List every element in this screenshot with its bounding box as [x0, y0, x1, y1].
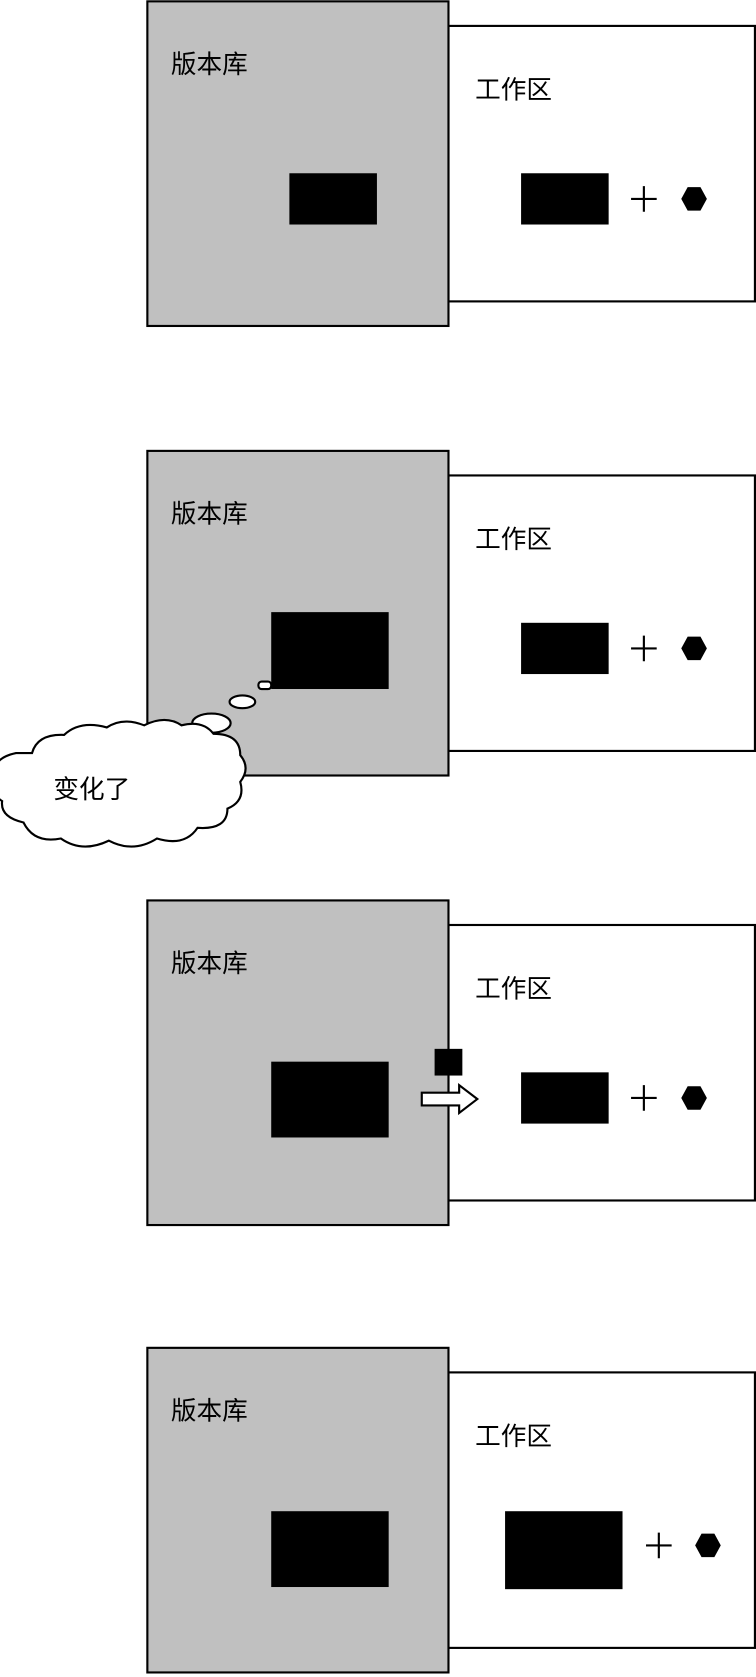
work-block — [521, 622, 609, 675]
work-block-updated — [505, 1511, 623, 1590]
workspace-label: 工作区 — [475, 1422, 552, 1452]
thought-cloud: 变化了 — [0, 680, 273, 848]
panel-1: 版本库 工作区 — [146, 0, 756, 328]
arrow-right-icon — [420, 1083, 480, 1116]
work-block — [521, 173, 609, 225]
repository-label: 版本库 — [171, 949, 248, 979]
repository-label: 版本库 — [171, 499, 248, 529]
plus-icon — [631, 186, 657, 212]
transfer-block — [434, 1048, 463, 1076]
plus-icon — [631, 1085, 657, 1111]
panel-3: 版本库 工作区 — [146, 899, 756, 1227]
workspace-label: 工作区 — [475, 76, 552, 106]
repository-box — [146, 0, 450, 328]
workspace-box — [447, 24, 756, 303]
repo-block — [289, 173, 377, 225]
plus-icon — [631, 635, 657, 662]
workspace-box — [447, 474, 756, 753]
repo-block-changed — [271, 612, 389, 690]
panel-4: 版本库 工作区 — [146, 1346, 756, 1674]
workspace-label: 工作区 — [475, 975, 552, 1005]
cloud-shape — [0, 718, 247, 848]
hexagon-icon — [681, 636, 707, 661]
panel-2: 版本库 工作区 变化了 — [0, 449, 756, 848]
thought-text: 变化了 — [53, 775, 130, 805]
plus-icon — [646, 1532, 672, 1559]
workspace-box — [447, 923, 756, 1202]
thought-bubble-small — [257, 680, 273, 691]
repo-block — [271, 1061, 389, 1138]
workspace-label: 工作区 — [475, 525, 552, 555]
repository-box — [146, 1346, 450, 1674]
workspace-box — [447, 1371, 756, 1649]
work-block — [521, 1072, 609, 1124]
hexagon-icon — [681, 187, 707, 211]
hexagon-icon — [681, 1086, 707, 1110]
thought-bubble-medium — [228, 694, 257, 710]
repo-block — [271, 1511, 389, 1588]
repository-label: 版本库 — [171, 50, 248, 80]
hexagon-icon — [695, 1533, 721, 1558]
repository-label: 版本库 — [171, 1396, 248, 1426]
